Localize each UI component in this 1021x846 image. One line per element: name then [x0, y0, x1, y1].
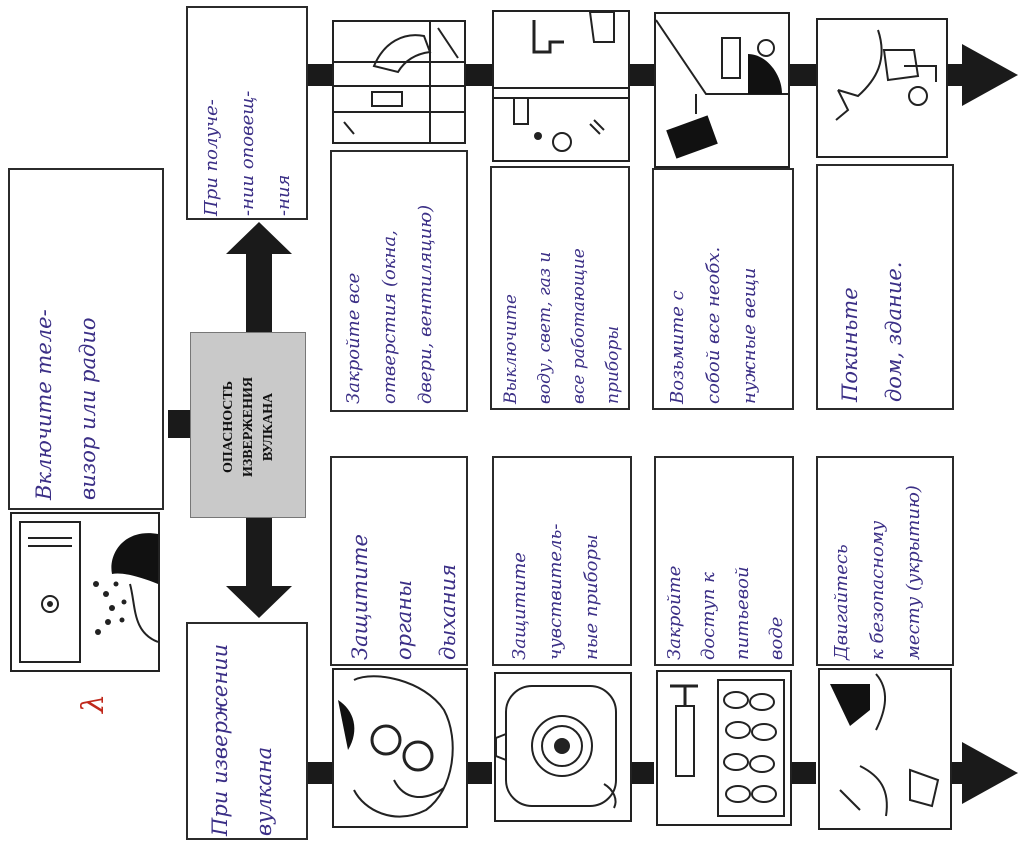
- cover-water-icon: [656, 670, 792, 826]
- bottom-step-2-box: Защитите чувствитель- ные приборы: [492, 456, 632, 666]
- top-step-3-box: Возьмите с собой все необх. нужные вещи: [652, 168, 794, 410]
- intro-text-box: Включите теле- визор или радио: [8, 168, 164, 510]
- top-step-4-line-1: Покиньте: [838, 287, 862, 402]
- arrow-down-bottom-branch: [226, 518, 292, 618]
- margin-mark: λ: [76, 693, 112, 714]
- connector-intro-center: [168, 410, 190, 438]
- gas-mask-icon: [332, 668, 468, 828]
- leave-building-icon: [816, 18, 948, 158]
- bottom-step-1-line-1: Защитите: [348, 534, 372, 660]
- bottom-step-3-line-1: Закройте: [664, 565, 685, 660]
- center-title: ОПАСНОСТЬ ИЗВЕРЖЕНИЯ ВУЛКАНА: [197, 341, 301, 513]
- top-step-1-line-2: отверстия (окна,: [379, 230, 400, 404]
- top-heading-line-2: -нии оповещ-: [237, 90, 258, 216]
- top-step-1-box: Закройте все отверстия (окна, двери, вен…: [330, 150, 468, 412]
- evacuate-icon: [818, 668, 952, 830]
- bottom-step-2-line-1: Защитите: [509, 552, 530, 660]
- connector-top-5: [948, 64, 964, 86]
- bottom-step-4-line-3: месту (укрытию): [903, 485, 924, 660]
- switch-off-utilities-icon: [492, 10, 630, 162]
- bottom-heading-line-2: вулкана: [252, 746, 276, 836]
- bottom-step-3-line-3: питьевой: [732, 566, 753, 660]
- bottom-step-3-line-4: воде: [766, 616, 787, 660]
- connector-bottom-3: [630, 762, 654, 784]
- bottom-heading-line-1: При извержении: [208, 643, 232, 836]
- top-step-3-line-2: собой все необх.: [703, 246, 724, 404]
- top-step-2-line-2: воду, свет, газ и: [535, 251, 555, 404]
- center-title-line-1: ОПАСНОСТЬ: [221, 381, 236, 473]
- bottom-step-1-line-2: органы: [392, 579, 416, 660]
- top-step-2-line-4: приборы: [603, 325, 623, 404]
- connector-bottom-2: [466, 762, 492, 784]
- bottom-step-1-box: Защитите органы дыхания: [330, 456, 468, 666]
- center-title-line-2: ИЗВЕРЖЕНИЯ: [241, 376, 256, 478]
- pack-belongings-icon: [654, 12, 790, 168]
- top-step-3-line-3: нужные вещи: [739, 267, 760, 404]
- connector-bottom-4: [790, 762, 816, 784]
- connector-top-2: [466, 64, 492, 86]
- top-heading-line-3: -ния: [273, 174, 294, 216]
- top-step-2-line-3: все работающие: [569, 248, 589, 404]
- bottom-step-3-box: Закройте доступ к питьевой воде: [654, 456, 794, 666]
- connector-top-1: [306, 64, 332, 86]
- connector-bottom-5: [948, 762, 964, 784]
- intro-line-2: визор или радио: [76, 317, 100, 501]
- bottom-step-1-line-3: дыхания: [436, 563, 460, 660]
- top-step-4-box: Покиньте дом, здание.: [816, 164, 954, 410]
- top-step-4-line-2: дом, здание.: [882, 261, 906, 402]
- center-node: ОПАСНОСТЬ ИЗВЕРЖЕНИЯ ВУЛКАНА: [190, 332, 306, 518]
- connector-top-3: [630, 64, 654, 86]
- intro-line-1: Включите теле-: [32, 309, 56, 500]
- top-heading-line-1: При получе-: [201, 99, 222, 216]
- bottom-step-4-line-1: Двигайтесь: [831, 544, 852, 660]
- bottom-step-2-line-3: ные приборы: [581, 534, 602, 660]
- bottom-step-4-box: Двигайтесь к безопасному месту (укрытию): [816, 456, 954, 666]
- top-step-2-line-1: Выключите: [501, 294, 521, 404]
- top-step-1-line-1: Закройте все: [343, 272, 364, 404]
- connector-bottom-1: [306, 762, 332, 784]
- radio-listener-icon: [10, 512, 160, 672]
- top-step-1-line-3: двери, вентиляцию): [415, 204, 436, 404]
- bottom-step-4-line-2: к безопасному: [867, 520, 888, 660]
- bottom-step-3-line-2: доступ к: [698, 572, 719, 660]
- center-title-line-3: ВУЛКАНА: [261, 392, 276, 462]
- bottom-branch-heading-box: При извержении вулкана: [186, 622, 308, 840]
- protect-device-icon: [494, 672, 632, 822]
- top-step-3-line-1: Возьмите с: [667, 290, 688, 404]
- arrow-right-bottom-end: [962, 742, 1018, 804]
- connector-top-4: [790, 64, 816, 86]
- bottom-step-2-line-2: чувствитель-: [545, 523, 566, 660]
- arrow-up-top-branch: [226, 222, 292, 332]
- top-step-2-box: Выключите воду, свет, газ и все работающ…: [490, 166, 630, 410]
- top-branch-heading-box: При получе- -нии оповещ- -ния: [186, 6, 308, 220]
- arrow-right-top-end: [962, 44, 1018, 106]
- close-window-icon: [332, 20, 466, 144]
